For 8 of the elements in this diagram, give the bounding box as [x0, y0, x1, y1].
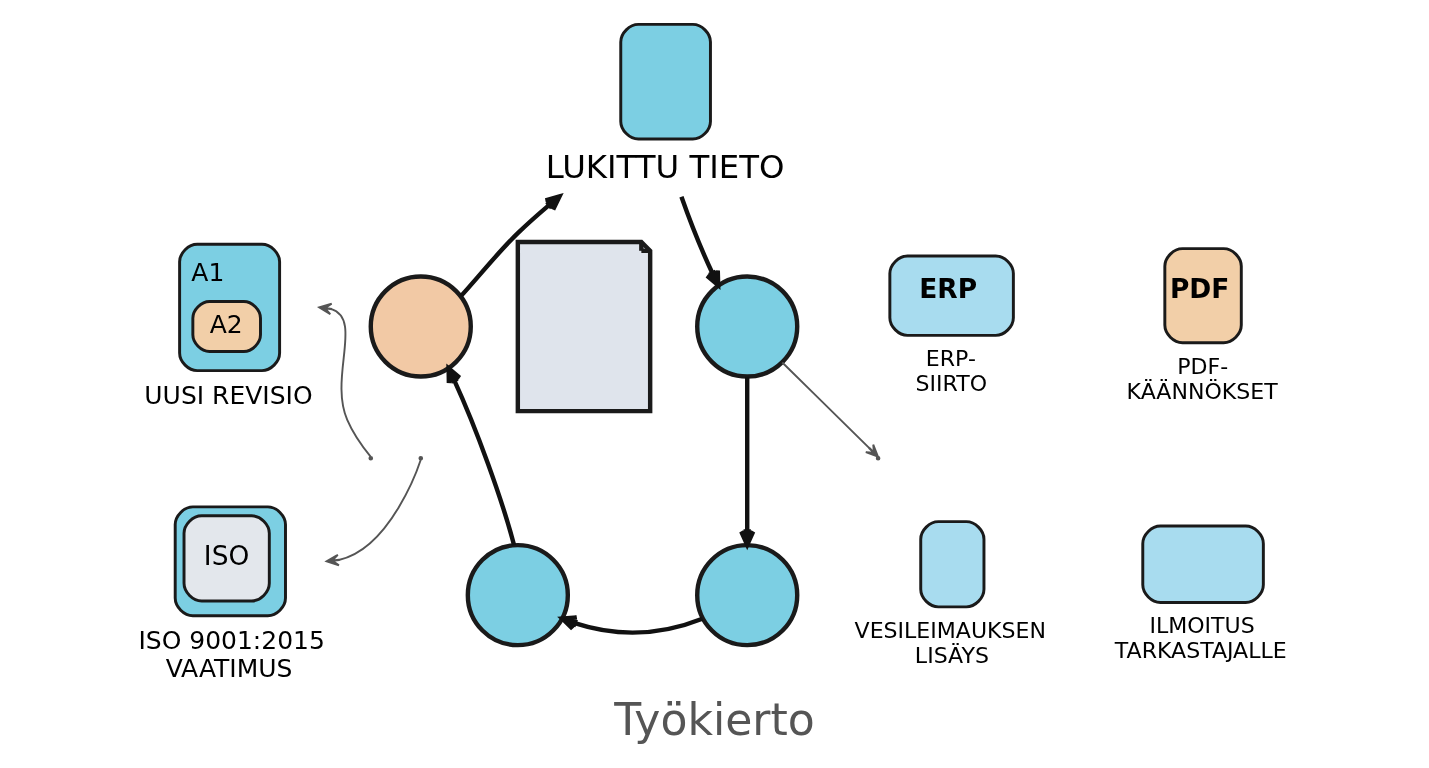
node-label: VESILEIMAUKSEN LISÄYS	[854, 617, 1046, 668]
node-label: ERP- SIIRTO	[915, 346, 988, 397]
node-label: LUKITTU TIETO	[545, 148, 785, 187]
caption: Työkierto	[614, 693, 815, 745]
node-label: UUSI REVISIO	[144, 380, 313, 410]
node-label: PDF- KÄÄNNÖKSET	[1126, 353, 1278, 404]
node-label: ILMOITUS TARKASTAJALLE	[1114, 613, 1287, 664]
node-label: ISO 9001:2015 VAATIMUS	[138, 625, 325, 683]
